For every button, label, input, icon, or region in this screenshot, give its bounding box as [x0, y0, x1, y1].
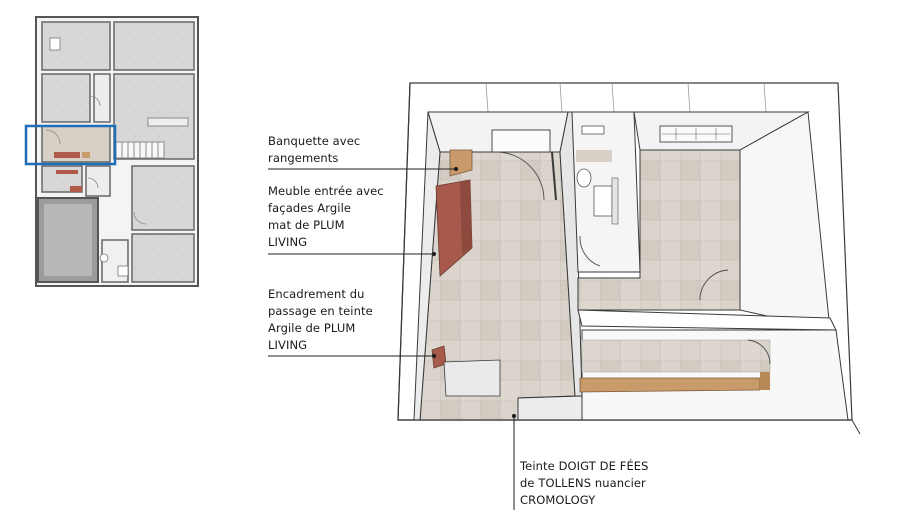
annotation-teinte-sol: Teinte DOIGT DE FÉES de TOLLENS nuancier…: [520, 459, 649, 507]
leader-lines: [268, 166, 517, 510]
rendered-model: [397, 82, 861, 435]
annotation-banquette: Banquette avec rangements: [268, 134, 361, 165]
annotation-encadrement: Encadrement du passage en teinte Argile …: [268, 287, 373, 352]
annotation-meuble-entree: Meuble entrée avec façades Argile mat de…: [268, 184, 384, 249]
plan-highlight-frame: [24, 124, 117, 166]
mini-floor-plan: [24, 16, 199, 287]
